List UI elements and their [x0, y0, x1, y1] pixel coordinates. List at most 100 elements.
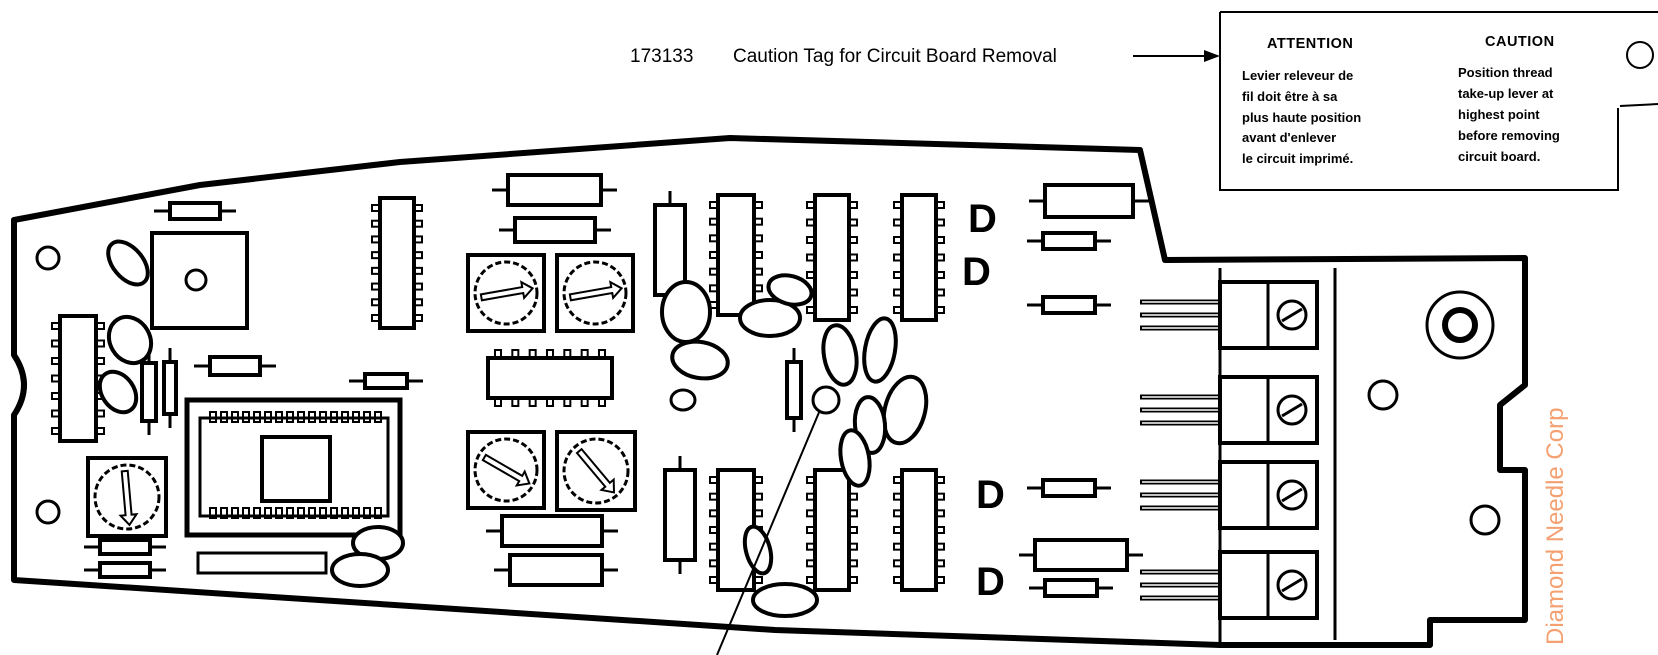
trim-pots: [86, 253, 637, 538]
resistor: [1019, 538, 1143, 572]
ic-pin: [374, 507, 382, 519]
resistor: [499, 216, 611, 244]
dip-pin: [494, 398, 502, 407]
dip-pin: [580, 398, 589, 407]
dip-pin: [709, 576, 718, 584]
dip-pin: [936, 492, 945, 501]
dip-pin: [371, 219, 380, 228]
capacitor: [670, 339, 730, 381]
dip-pin: [893, 559, 902, 568]
dip-pin: [754, 576, 763, 584]
ic-pin: [297, 507, 305, 519]
ic-pin: [275, 411, 283, 423]
circle-hole-icon: [669, 388, 697, 412]
capacitor: [742, 524, 774, 576]
pot-arrow-shape: [479, 280, 535, 302]
resistor-body: [785, 360, 803, 420]
pot-arrow: [481, 453, 531, 487]
dip-pin: [936, 306, 945, 314]
dip-pin: [893, 288, 902, 297]
caution-line-4: before removing: [1458, 128, 1560, 143]
ic-pin: [330, 411, 338, 423]
attention-line-4: avant d'enlever: [1242, 130, 1336, 145]
ic-pin: [264, 411, 272, 423]
pot-arrow: [575, 447, 616, 494]
circle-hole-icon: [184, 268, 208, 292]
dip-pin: [598, 398, 606, 407]
diode-marker: D: [976, 560, 1005, 604]
dip-pin: [414, 266, 423, 275]
resistor-body: [500, 514, 604, 548]
dip-pin: [936, 218, 945, 227]
dip-pin: [936, 526, 945, 534]
ic-pin: [220, 411, 228, 423]
capacitor: [881, 374, 929, 446]
dip-pin: [936, 509, 945, 518]
capacitor: [106, 314, 154, 366]
dip-pin: [893, 201, 902, 209]
resistor-body: [162, 360, 178, 416]
dip-body: [813, 468, 851, 592]
watermark-text: Diamond Needle Corp: [1542, 408, 1569, 645]
dip-pin: [754, 217, 763, 226]
dip-pin: [806, 476, 815, 484]
resistor: [1027, 231, 1111, 251]
dip-pin: [51, 427, 60, 435]
dip-pin: [598, 349, 606, 358]
dip-body: [58, 314, 98, 443]
pointer-leader-line: [716, 409, 821, 655]
dip-pin: [936, 271, 945, 279]
ic-pin: [363, 507, 371, 519]
dip-pin: [709, 234, 718, 243]
large-mount-boss-hole: [1442, 307, 1478, 343]
dip-pin: [806, 526, 815, 534]
power-transistor: [1140, 460, 1319, 530]
dip-pin: [754, 267, 763, 276]
caution-line-3: highest point: [1458, 107, 1540, 122]
dip-pin: [806, 509, 815, 518]
dip-pin: [849, 306, 858, 314]
dip-pin: [709, 217, 718, 226]
attention-line-5: le circuit imprimé.: [1242, 151, 1353, 166]
power-transistor: [1140, 375, 1319, 445]
dip-body: [486, 356, 614, 400]
dip-pin: [893, 492, 902, 501]
trim-pot-arrow-icon: [466, 253, 546, 333]
dip-pin: [414, 204, 423, 212]
dip-pin: [371, 266, 380, 275]
dip-pin: [709, 201, 718, 209]
ic-pin: [308, 507, 316, 519]
ic-pin: [242, 411, 250, 423]
dip-pin: [849, 236, 858, 244]
dip-pin: [563, 349, 572, 358]
dip-pin: [563, 398, 572, 407]
pointed-component: [811, 385, 841, 415]
resistor: [663, 456, 697, 574]
dip-body: [900, 468, 938, 592]
dip-pin: [96, 409, 105, 418]
dip-body: [813, 193, 851, 322]
circle-hole-icon: [1367, 379, 1399, 411]
capacitor: [330, 552, 390, 588]
caution-tag: ATTENTION Levier releveur de fil doit êt…: [1219, 11, 1658, 191]
ic-pin: [319, 411, 327, 423]
dip-pin: [414, 251, 423, 260]
resistor: [486, 514, 618, 548]
dip-pin: [893, 526, 902, 534]
resistor: [84, 538, 166, 556]
dip-pin: [96, 427, 105, 435]
pot-arrow-shape: [575, 447, 616, 494]
dip-pin: [936, 253, 945, 262]
ic-pin: [253, 507, 261, 519]
ic-pin: [341, 411, 349, 423]
capacitor: [97, 369, 139, 415]
ic-pin: [341, 507, 349, 519]
dip-pin: [806, 306, 815, 314]
dip-pin: [806, 201, 815, 209]
resistor-body: [653, 203, 687, 297]
power-transistor: [1140, 280, 1319, 350]
trim-pot-arrow-icon: [555, 253, 635, 333]
pot-arrow: [118, 469, 139, 527]
pot-arrow: [479, 280, 535, 302]
dip-pin: [546, 398, 554, 407]
